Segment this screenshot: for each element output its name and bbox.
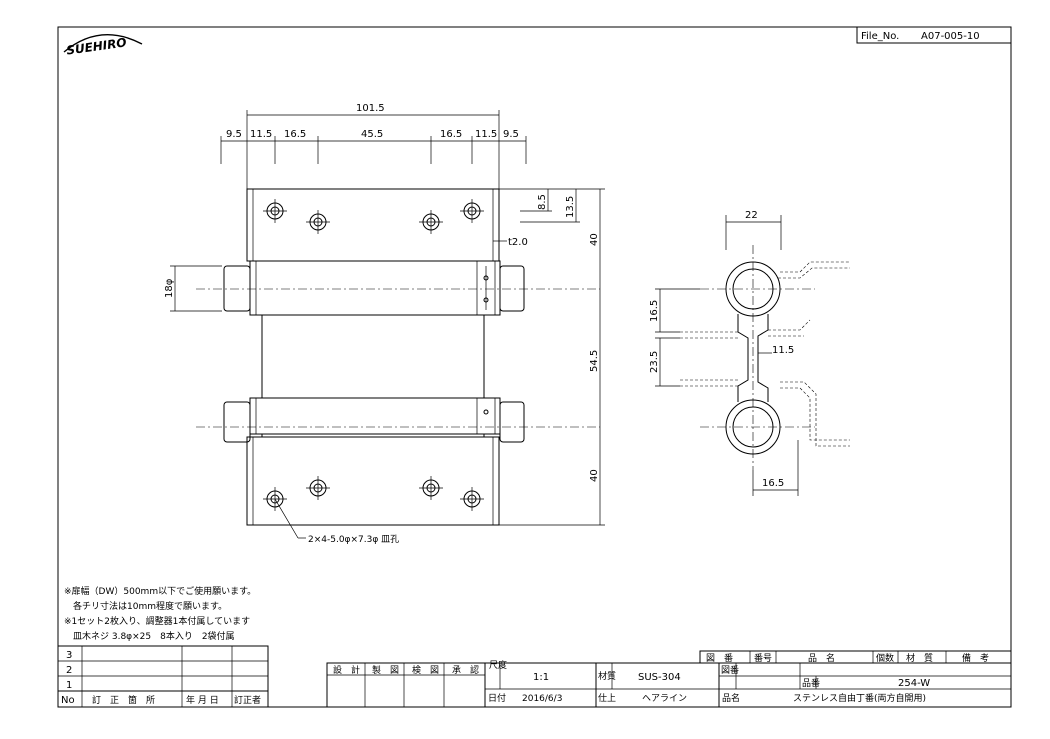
side-dim-lower: 16.5: [762, 478, 784, 489]
dim-seg-4: 45.5: [361, 129, 383, 140]
dim-seg-7: 9.5: [503, 129, 519, 140]
dim-hole-a: 8.5: [537, 194, 548, 210]
approval-design: 設 計: [333, 664, 360, 676]
hole-callout: 2×4-5.0φ×7.3φ 皿孔: [308, 534, 399, 545]
material-label: 材質: [598, 670, 616, 682]
part-no-value: 254-W: [898, 678, 930, 689]
front-view: 2×4-5.0φ×7.3φ 皿孔 101.5 9.5 11.5 16.5 45.…: [164, 103, 605, 545]
material-value: SUS-304: [638, 672, 681, 683]
parts-header-material: 材 質: [906, 652, 933, 664]
parts-header-drawing: 図 番: [706, 652, 733, 664]
note-line-4: 皿木ネジ 3.8φ×25 8本入り 2袋付属: [64, 630, 235, 642]
dim-seg-5: 16.5: [440, 129, 462, 140]
screw-holes-bottom: [263, 476, 484, 511]
title-block: 図 番 番号 品 名 個数 材 質 備 考 設 計 製 図 検 図 承 認 尺度…: [326, 650, 1012, 708]
rev-header-date: 年 月 日: [186, 694, 219, 706]
file-no-box: [856, 26, 1012, 44]
date-label: 日付: [488, 693, 506, 704]
notes: ※扉幅（DW）500mm以下でご使用願います。 各チリ寸法は10mm程度で願いま…: [64, 585, 256, 642]
dim-bottom-leaf: 40: [589, 469, 600, 482]
parts-header-qty: 個数: [876, 652, 894, 664]
parts-header-remarks: 備 考: [962, 652, 989, 664]
file-no-label: File_No.: [861, 31, 899, 42]
logo-text: SUEHIRO: [65, 35, 127, 57]
rev-row-1: 1: [66, 680, 72, 691]
dim-top-leaf: 40: [589, 233, 600, 246]
side-dim-middle: 23.5: [649, 351, 660, 373]
revision-table: 3 2 1 No 訂 正 箇 所 年 月 日 訂正者: [57, 645, 269, 708]
rev-row-2: 2: [66, 665, 72, 676]
part-name-value: ステンレス自由丁番(両方自開用): [793, 692, 926, 704]
note-line-3: ※1セット2枚入り、調整器1本付属しています: [64, 615, 250, 627]
side-dim-neck: 11.5: [772, 345, 794, 356]
finish-value: ヘアライン: [642, 693, 687, 704]
dim-middle: 54.5: [589, 350, 600, 372]
screw-holes-top: [263, 199, 484, 234]
side-dim-upper: 16.5: [649, 300, 660, 322]
dim-seg-6: 11.5: [475, 129, 497, 140]
scale-label: 尺度: [489, 659, 507, 671]
parts-header-name: 品 名: [808, 652, 835, 664]
parts-header-number: 番号: [754, 652, 772, 664]
approval-check: 検 図: [412, 664, 439, 676]
part-no-label: 品番: [802, 677, 820, 689]
note-line-2: 各チリ寸法は10mm程度で願います。: [64, 600, 227, 612]
scale-value: 1:1: [533, 672, 549, 683]
dim-overall-width: 101.5: [356, 103, 385, 114]
rev-row-3: 3: [66, 650, 72, 661]
dim-thickness: t2.0: [508, 237, 528, 248]
file-no-value: A07-005-10: [921, 31, 980, 42]
approval-drafting: 製 図: [372, 664, 399, 676]
part-name-label: 品名: [722, 692, 740, 704]
side-view: 22 16.5 23.5 11.5 16.5: [649, 210, 850, 496]
dim-seg-2: 11.5: [250, 129, 272, 140]
dim-seg-1: 9.5: [226, 129, 242, 140]
note-line-1: ※扉幅（DW）500mm以下でご使用願います。: [64, 585, 256, 597]
finish-label: 仕上: [598, 692, 616, 704]
suehiro-logo: SUEHIRO: [63, 34, 143, 58]
rev-header-location: 訂 正 箇 所: [92, 694, 155, 706]
drawing-no-label: 図番: [721, 664, 739, 676]
dim-hole-b: 13.5: [565, 196, 576, 218]
date-value: 2016/6/3: [522, 694, 562, 704]
rev-header-no: No: [61, 695, 75, 706]
dim-barrel-diameter: 18φ: [164, 278, 175, 298]
side-dim-width: 22: [745, 210, 758, 221]
approval-approve: 承 認: [452, 664, 479, 676]
rev-header-by: 訂正者: [234, 694, 261, 706]
dim-seg-3: 16.5: [284, 129, 306, 140]
